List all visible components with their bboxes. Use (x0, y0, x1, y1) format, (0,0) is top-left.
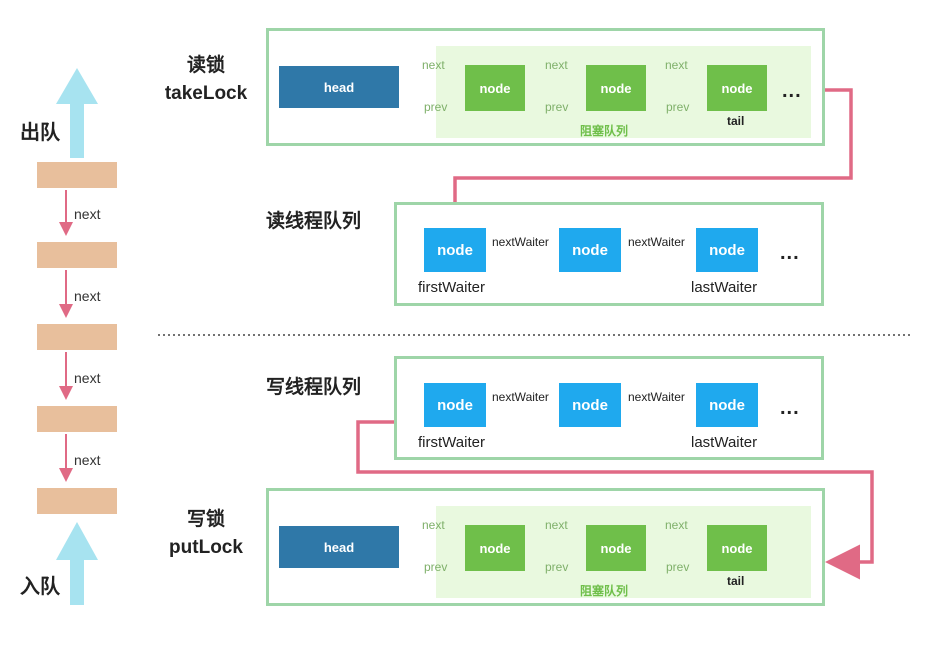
write-head-node: head (279, 526, 399, 568)
read-node-1: node (465, 65, 525, 111)
write-next-label: next (665, 518, 688, 532)
stack-block (37, 324, 117, 350)
read-next-label: next (545, 58, 568, 72)
stack-next-label: next (74, 206, 101, 222)
read-node-2: node (586, 65, 646, 111)
write-prev-label: prev (545, 560, 569, 574)
write-lock-title-cn: 写锁 (186, 509, 225, 530)
read-prev-label: prev (666, 100, 690, 114)
dequeue-arrow (56, 68, 98, 158)
read-prev-label: prev (545, 100, 569, 114)
read-waiter-node-1: node (424, 228, 486, 272)
read-waiter-node-2: node (559, 228, 621, 272)
write-tail-label: tail (727, 574, 745, 588)
read-thread-ellipsis: ... (780, 242, 800, 264)
read-blocking-queue-label: 阻塞队列 (580, 124, 629, 138)
write-last-waiter-label: lastWaiter (691, 434, 758, 451)
read-head-node: head (279, 66, 399, 108)
write-waiter-node-1: node (424, 383, 486, 427)
read-node-3: node (707, 65, 767, 111)
read-next-waiter-label: nextWaiter (492, 235, 549, 249)
read-next-waiter-label: nextWaiter (628, 235, 685, 249)
read-prev-label: prev (424, 100, 448, 114)
write-next-label: next (545, 518, 568, 532)
read-waiter-node-3: node (696, 228, 758, 272)
read-tail-label: tail (727, 114, 745, 128)
write-waiter-node-2: node (559, 383, 621, 427)
write-first-waiter-label: firstWaiter (418, 434, 485, 451)
read-thread-queue-title: 读线程队列 (266, 211, 362, 232)
read-lock-title-en: takeLock (164, 83, 248, 104)
write-thread-ellipsis: ... (780, 397, 800, 419)
read-next-label: next (665, 58, 688, 72)
enqueue-label: 入队 (20, 576, 60, 598)
read-next-label: next (422, 58, 445, 72)
write-next-label: next (422, 518, 445, 532)
write-waiter-node-3: node (696, 383, 758, 427)
write-prev-label: prev (666, 560, 690, 574)
read-first-waiter-label: firstWaiter (418, 279, 485, 296)
write-next-waiter-label: nextWaiter (628, 390, 685, 404)
write-blocking-queue-label: 阻塞队列 (580, 584, 629, 598)
write-next-waiter-label: nextWaiter (492, 390, 549, 404)
stack-next-label: next (74, 452, 101, 468)
write-lock-title: 写锁 putLock (150, 506, 262, 562)
read-ellipsis: ... (782, 80, 802, 102)
stack-block (37, 488, 117, 514)
write-node-3: node (707, 525, 767, 571)
write-node-2: node (586, 525, 646, 571)
write-prev-label: prev (424, 560, 448, 574)
enqueue-arrow (56, 522, 98, 605)
stack-block (37, 406, 117, 432)
write-lock-title-en: putLock (169, 537, 243, 558)
dequeue-label: 出队 (20, 122, 60, 144)
stack-block (37, 162, 117, 188)
read-last-waiter-label: lastWaiter (691, 279, 758, 296)
write-node-1: node (465, 525, 525, 571)
write-thread-queue-title: 写线程队列 (266, 377, 362, 398)
read-connector (453, 72, 853, 228)
read-lock-title: 读锁 takeLock (150, 52, 262, 108)
write-connector (356, 420, 874, 580)
stack-next-label: next (74, 370, 101, 386)
read-lock-title-cn: 读锁 (186, 55, 225, 76)
stack-next-label: next (74, 288, 101, 304)
stack-block (37, 242, 117, 268)
